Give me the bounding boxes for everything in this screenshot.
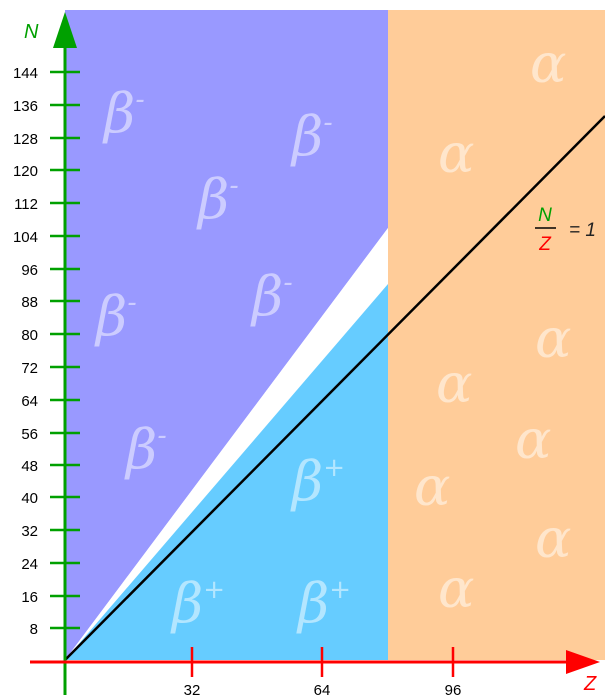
x-tick-label: 96 bbox=[445, 682, 462, 699]
alpha-label: α bbox=[414, 455, 450, 518]
alpha-label: α bbox=[535, 507, 571, 570]
beta-plus-label: β+ bbox=[170, 572, 225, 635]
alpha-label: α bbox=[515, 408, 551, 471]
y-tick-label: 24 bbox=[21, 556, 38, 573]
ratio-annotation: N Z = 1 bbox=[535, 205, 596, 255]
beta-minus-label: β- bbox=[124, 418, 167, 481]
y-tick-group bbox=[50, 70, 80, 630]
y-tick-label: 136 bbox=[13, 98, 38, 115]
x-axis-arrow-icon bbox=[566, 650, 600, 674]
y-tick-label: 32 bbox=[21, 523, 38, 540]
y-tick-label: 96 bbox=[21, 262, 38, 279]
y-tick-label: 72 bbox=[21, 360, 38, 377]
y-axis-name: N bbox=[24, 21, 39, 43]
y-tick-label: 80 bbox=[21, 327, 38, 344]
alpha-label: α bbox=[438, 122, 474, 185]
y-tick-label: 16 bbox=[21, 589, 38, 606]
alpha-region bbox=[388, 10, 605, 660]
beta-minus-label: β- bbox=[196, 168, 239, 231]
y-tick-label: 8 bbox=[30, 621, 38, 638]
ratio-denominator: Z bbox=[538, 234, 552, 255]
alpha-label: α bbox=[438, 557, 474, 620]
beta-plus-region bbox=[65, 284, 388, 660]
y-tick-label: 64 bbox=[21, 393, 38, 410]
beta-plus-label: β+ bbox=[296, 572, 351, 635]
beta-minus-label: β- bbox=[290, 105, 333, 168]
beta-minus-label: β- bbox=[94, 285, 137, 348]
y-tick-label: 104 bbox=[13, 229, 38, 246]
y-axis-arrow-icon bbox=[53, 12, 77, 48]
y-tick-label: 88 bbox=[21, 294, 38, 311]
beta-plus-label: β+ bbox=[290, 450, 345, 513]
x-axis-name: Z bbox=[583, 673, 597, 695]
beta-minus-region bbox=[65, 10, 388, 660]
alpha-labels: α α α α α α α α bbox=[414, 32, 571, 620]
alpha-label: α bbox=[535, 307, 571, 370]
ratio-equals: = 1 bbox=[569, 220, 596, 241]
y-tick-label: 56 bbox=[21, 426, 38, 443]
beta-minus-labels: β- β- β- β- β- β- bbox=[94, 82, 333, 481]
alpha-label: α bbox=[530, 32, 566, 95]
y-tick-labels: 8 16 24 32 40 48 56 64 72 80 88 96 104 1… bbox=[13, 65, 38, 638]
x-tick-labels: 32 64 96 bbox=[184, 682, 462, 699]
alpha-label: α bbox=[436, 352, 472, 415]
stability-gap-region bbox=[65, 228, 388, 660]
n-equals-z-line bbox=[64, 115, 605, 661]
y-tick-label: 120 bbox=[13, 163, 38, 180]
x-tick-group bbox=[190, 647, 455, 677]
x-tick-label: 64 bbox=[314, 682, 331, 699]
beta-plus-labels: β+ β+ β+ bbox=[170, 450, 351, 635]
beta-minus-label: β- bbox=[250, 265, 293, 328]
y-tick-label: 40 bbox=[21, 490, 38, 507]
y-tick-label: 112 bbox=[14, 196, 38, 213]
ratio-numerator: N bbox=[538, 205, 552, 226]
y-tick-label: 128 bbox=[13, 131, 38, 148]
y-tick-label: 144 bbox=[13, 65, 38, 82]
beta-minus-label: β- bbox=[102, 82, 145, 145]
y-tick-label: 48 bbox=[21, 458, 38, 475]
x-tick-label: 32 bbox=[184, 682, 201, 699]
